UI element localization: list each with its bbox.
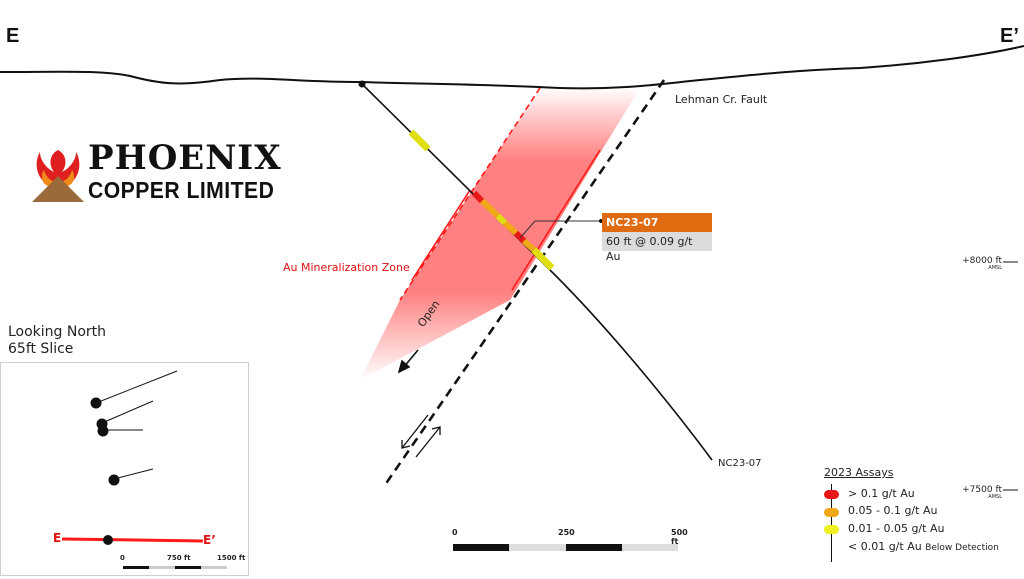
scale-bar: 0 250 500 ft <box>452 528 693 558</box>
topography-line <box>0 45 1024 90</box>
zone-label: Au Mineralization Zone <box>283 261 410 274</box>
assay-legend: 2023 Assays > 0.1 g/t Au 0.05 - 0.1 g/t … <box>806 464 1021 574</box>
inset-scale-750: 750 ft <box>167 554 191 562</box>
logo-line2: COPPER LIMITED <box>88 177 275 203</box>
fault-motion-arrows <box>401 414 441 458</box>
lehman-fault <box>383 79 666 486</box>
drillhole-end-label: NC23-07 <box>718 458 762 469</box>
open-arrow <box>397 349 419 374</box>
phoenix-logo-icon <box>28 140 88 202</box>
mineralization-zone <box>360 88 640 380</box>
inset-plan-map <box>0 362 249 576</box>
inset-scale-0: 0 <box>120 554 125 562</box>
drillhole-callout: NC23-07 60 ft @ 0.09 g/t Au <box>602 213 712 263</box>
legend-item-low: 0.01 - 0.05 g/t Au <box>848 522 945 535</box>
legend-item-below-detection: < 0.01 g/t Au Below Detection <box>848 540 999 553</box>
legend-swatch-mid <box>824 508 839 517</box>
inset-section-start: E <box>53 531 62 545</box>
fault-label: Lehman Cr. Fault <box>675 93 768 106</box>
inset-title: Looking North 65ft Slice <box>8 324 107 357</box>
legend-swatch-low <box>824 525 839 534</box>
legend-item-high: > 0.1 g/t Au <box>848 487 915 500</box>
inset-section-line <box>61 537 204 543</box>
callout-leader <box>519 220 601 239</box>
zone-boundary-east <box>511 149 601 291</box>
callout-title: NC23-07 <box>602 213 712 232</box>
inset-section-end: E’ <box>203 533 216 547</box>
callout-result: 60 ft @ 0.09 g/t Au <box>602 232 712 263</box>
section-start-label: E <box>6 25 20 47</box>
drillhole-trace <box>361 83 713 461</box>
inset-scale-1500: 1500 ft <box>217 554 246 562</box>
drillhole-collar <box>358 80 366 88</box>
legend-swatch-high <box>824 490 839 499</box>
logo-line1: PHOENIX <box>88 138 282 178</box>
legend-item-mid: 0.05 - 0.1 g/t Au <box>848 504 938 517</box>
section-end-label: E’ <box>1000 25 1019 47</box>
zone-boundary-west <box>399 87 541 301</box>
legend-title: 2023 Assays <box>824 466 894 479</box>
